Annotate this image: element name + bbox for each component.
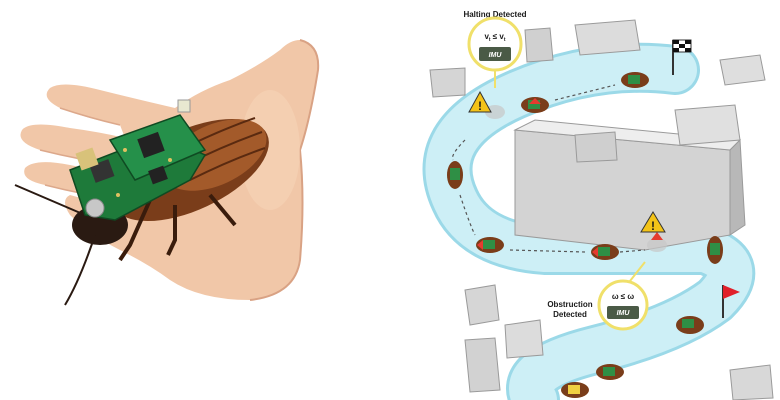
path-scene: ! ! Halting Detected vt ≤ vt IMU Obstruc… — [395, 0, 780, 400]
halting-title: Halting Detected — [463, 10, 526, 19]
navigation-diagram: ! ! Halting Detected vt ≤ vt IMU Obstruc… — [395, 0, 780, 400]
obstruction-title-line2: Detected — [553, 310, 587, 319]
cockroach-markers — [447, 72, 723, 398]
imu-chip-icon — [607, 306, 639, 319]
finish-flag-icon — [672, 39, 692, 75]
halting-chip-label: IMU — [489, 52, 503, 59]
cyborg-cockroach-photo — [14, 39, 320, 306]
obstacle-blocks — [429, 19, 774, 400]
circuit-backpack — [69, 99, 207, 221]
obstruction-condition: ω ≤ ω — [612, 292, 635, 301]
obstruction-title-line1: Obstruction — [547, 300, 592, 309]
start-flag-icon — [722, 285, 740, 318]
warning-icon: ! — [468, 90, 492, 113]
imu-chip-icon — [479, 47, 511, 61]
halting-callout: Halting Detected vt ≤ vt IMU — [463, 10, 527, 88]
svg-text:!: ! — [478, 99, 482, 113]
warning-icon: ! — [640, 211, 666, 233]
winding-path — [422, 42, 756, 400]
hand-with-cockroach-illustration — [14, 39, 320, 306]
halting-condition: vt ≤ vt — [484, 32, 505, 43]
svg-text:!: ! — [651, 219, 655, 233]
obstruction-chip-label: IMU — [617, 310, 631, 317]
obstruction-callout: Obstruction Detected ω ≤ ω IMU — [547, 261, 649, 331]
motion-arrows — [451, 84, 646, 253]
